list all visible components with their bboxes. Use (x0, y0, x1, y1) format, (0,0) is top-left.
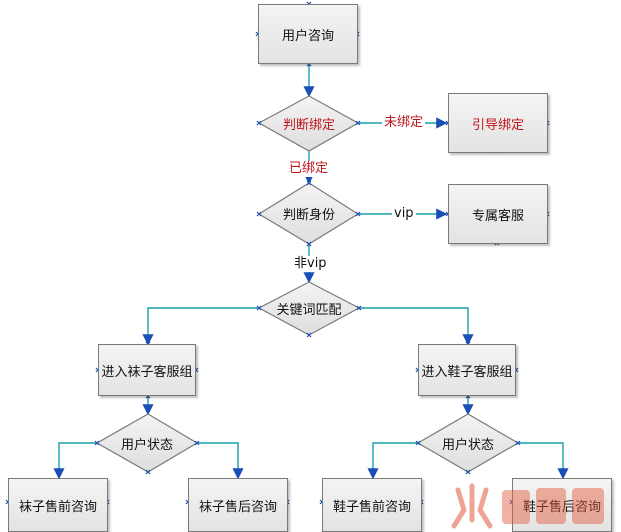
node-shoe-group: 进入鞋子客服组 (418, 344, 516, 396)
edge-label-non-vip: 非vip (292, 256, 329, 272)
diamond-keyword-match (257, 281, 361, 336)
node-shoe-aftersale: 鞋子售后咨询 (512, 478, 612, 532)
node-sock-aftersale: 袜子售后咨询 (188, 478, 288, 532)
node-sock-aftersale-label: 袜子售后咨询 (198, 499, 277, 515)
node-shoe-presale-label: 鞋子售前咨询 (332, 499, 411, 515)
edge-label-unbound: 未绑定 (382, 115, 426, 131)
node-consult: 用户咨询 (258, 4, 358, 64)
node-sock-presale-label: 袜子售前咨询 (18, 499, 97, 515)
site-logo-watermark (451, 483, 604, 529)
diamond-judge-identity (257, 182, 360, 245)
node-sock-group-label: 进入袜子客服组 (101, 364, 193, 380)
diamond-user-state-left (95, 413, 199, 473)
node-shoe-aftersale-label: 鞋子售后咨询 (523, 496, 601, 515)
edge-left-state-to-aftersale (197, 442, 244, 480)
diamond-user-state-right (416, 413, 520, 473)
node-guide-bind: 引导绑定 (448, 93, 548, 153)
edge-label-vip: vip (392, 206, 416, 222)
node-shoe-presale: 鞋子售前咨询 (322, 478, 422, 532)
edge-right-state-to-aftersale (518, 442, 569, 480)
edge-left-state-to-presale (53, 442, 97, 480)
edge-keyword-to-shoe (359, 307, 474, 346)
node-consult-label: 用户咨询 (281, 28, 334, 44)
edge-right-state-to-presale (367, 442, 418, 480)
node-shoe-group-label: 进入鞋子客服组 (421, 364, 513, 380)
diamond-judge-bind (257, 95, 360, 152)
node-guide-bind-label: 引导绑定 (471, 117, 524, 133)
node-vip-service: 专属客服 (448, 184, 548, 244)
node-sock-group: 进入袜子客服组 (98, 344, 196, 396)
node-vip-service-label: 专属客服 (471, 208, 524, 224)
edge-keyword-to-sock (142, 307, 259, 346)
edge-label-bound: 已绑定 (287, 161, 331, 177)
node-sock-presale: 袜子售前咨询 (8, 478, 108, 532)
